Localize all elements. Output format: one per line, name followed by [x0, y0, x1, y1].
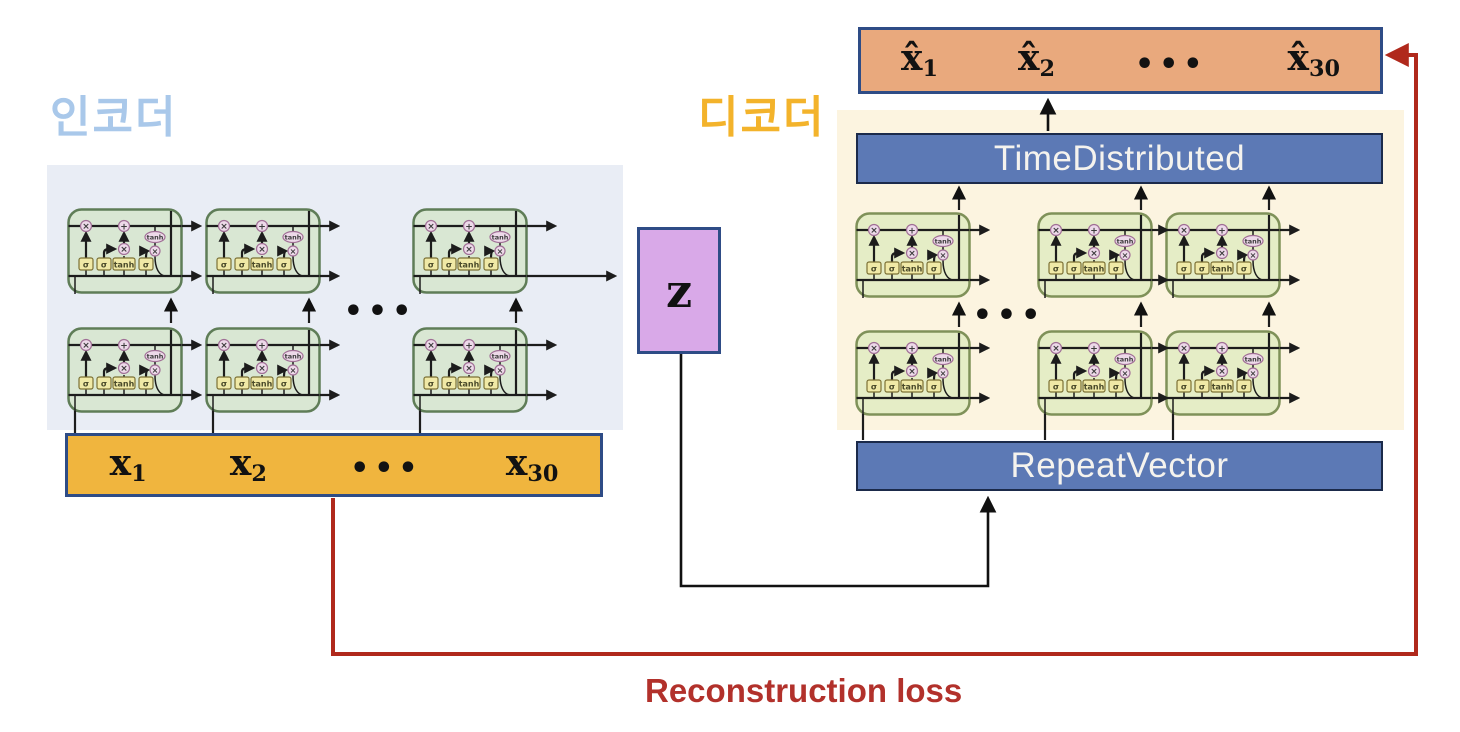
- output-x30: x̂30: [1287, 37, 1340, 83]
- input-x30: x30: [505, 441, 559, 487]
- encoder-ellipsis: •••: [344, 294, 417, 329]
- lstm-cell-icon: [1167, 214, 1280, 299]
- lstm-cell-icon: [857, 214, 970, 299]
- latent-z-box: z: [637, 227, 721, 354]
- decoder-label: 디코더: [698, 93, 826, 142]
- lstm-cell-icon: [207, 210, 320, 295]
- decoder-ellipsis: •••: [973, 298, 1046, 333]
- output-x2: x̂2: [1017, 37, 1055, 83]
- reconstruction-loss-label: Reconstruction loss: [645, 672, 963, 709]
- lstm-cell-icon: [414, 210, 527, 295]
- lstm-cell-icon: [1039, 332, 1152, 417]
- encoder-label: 인코더: [50, 93, 178, 142]
- repeat-vector-bar: RepeatVector: [856, 441, 1383, 491]
- input-sequence-box: x1 x2 ••• x30: [65, 433, 603, 497]
- latent-z-label: z: [665, 263, 693, 318]
- lstm-cell-icon: [1167, 332, 1280, 417]
- lstm-cell-icon: [207, 329, 320, 414]
- lstm-cell-icon: [69, 210, 182, 295]
- output-sequence-box: x̂1 x̂2 ••• x̂30: [858, 27, 1383, 94]
- repeat-vector-label: RepeatVector: [1010, 446, 1229, 485]
- lstm-cell-icon: [1039, 214, 1152, 299]
- time-distributed-label: TimeDistributed: [993, 138, 1246, 178]
- lstm-cell-icon: [414, 329, 527, 414]
- input-ellipsis: •••: [350, 451, 423, 486]
- lstm-cell-icon: [69, 329, 182, 414]
- output-ellipsis: •••: [1134, 46, 1208, 82]
- input-x1: x1: [109, 441, 147, 487]
- input-x2: x2: [229, 441, 267, 487]
- output-x1: x̂1: [900, 37, 938, 83]
- encoder-lstm-grid: •••: [47, 165, 618, 433]
- lstm-cell-icon: [857, 332, 970, 417]
- encoder-panel: •••: [47, 165, 623, 433]
- time-distributed-bar: TimeDistributed: [856, 133, 1383, 184]
